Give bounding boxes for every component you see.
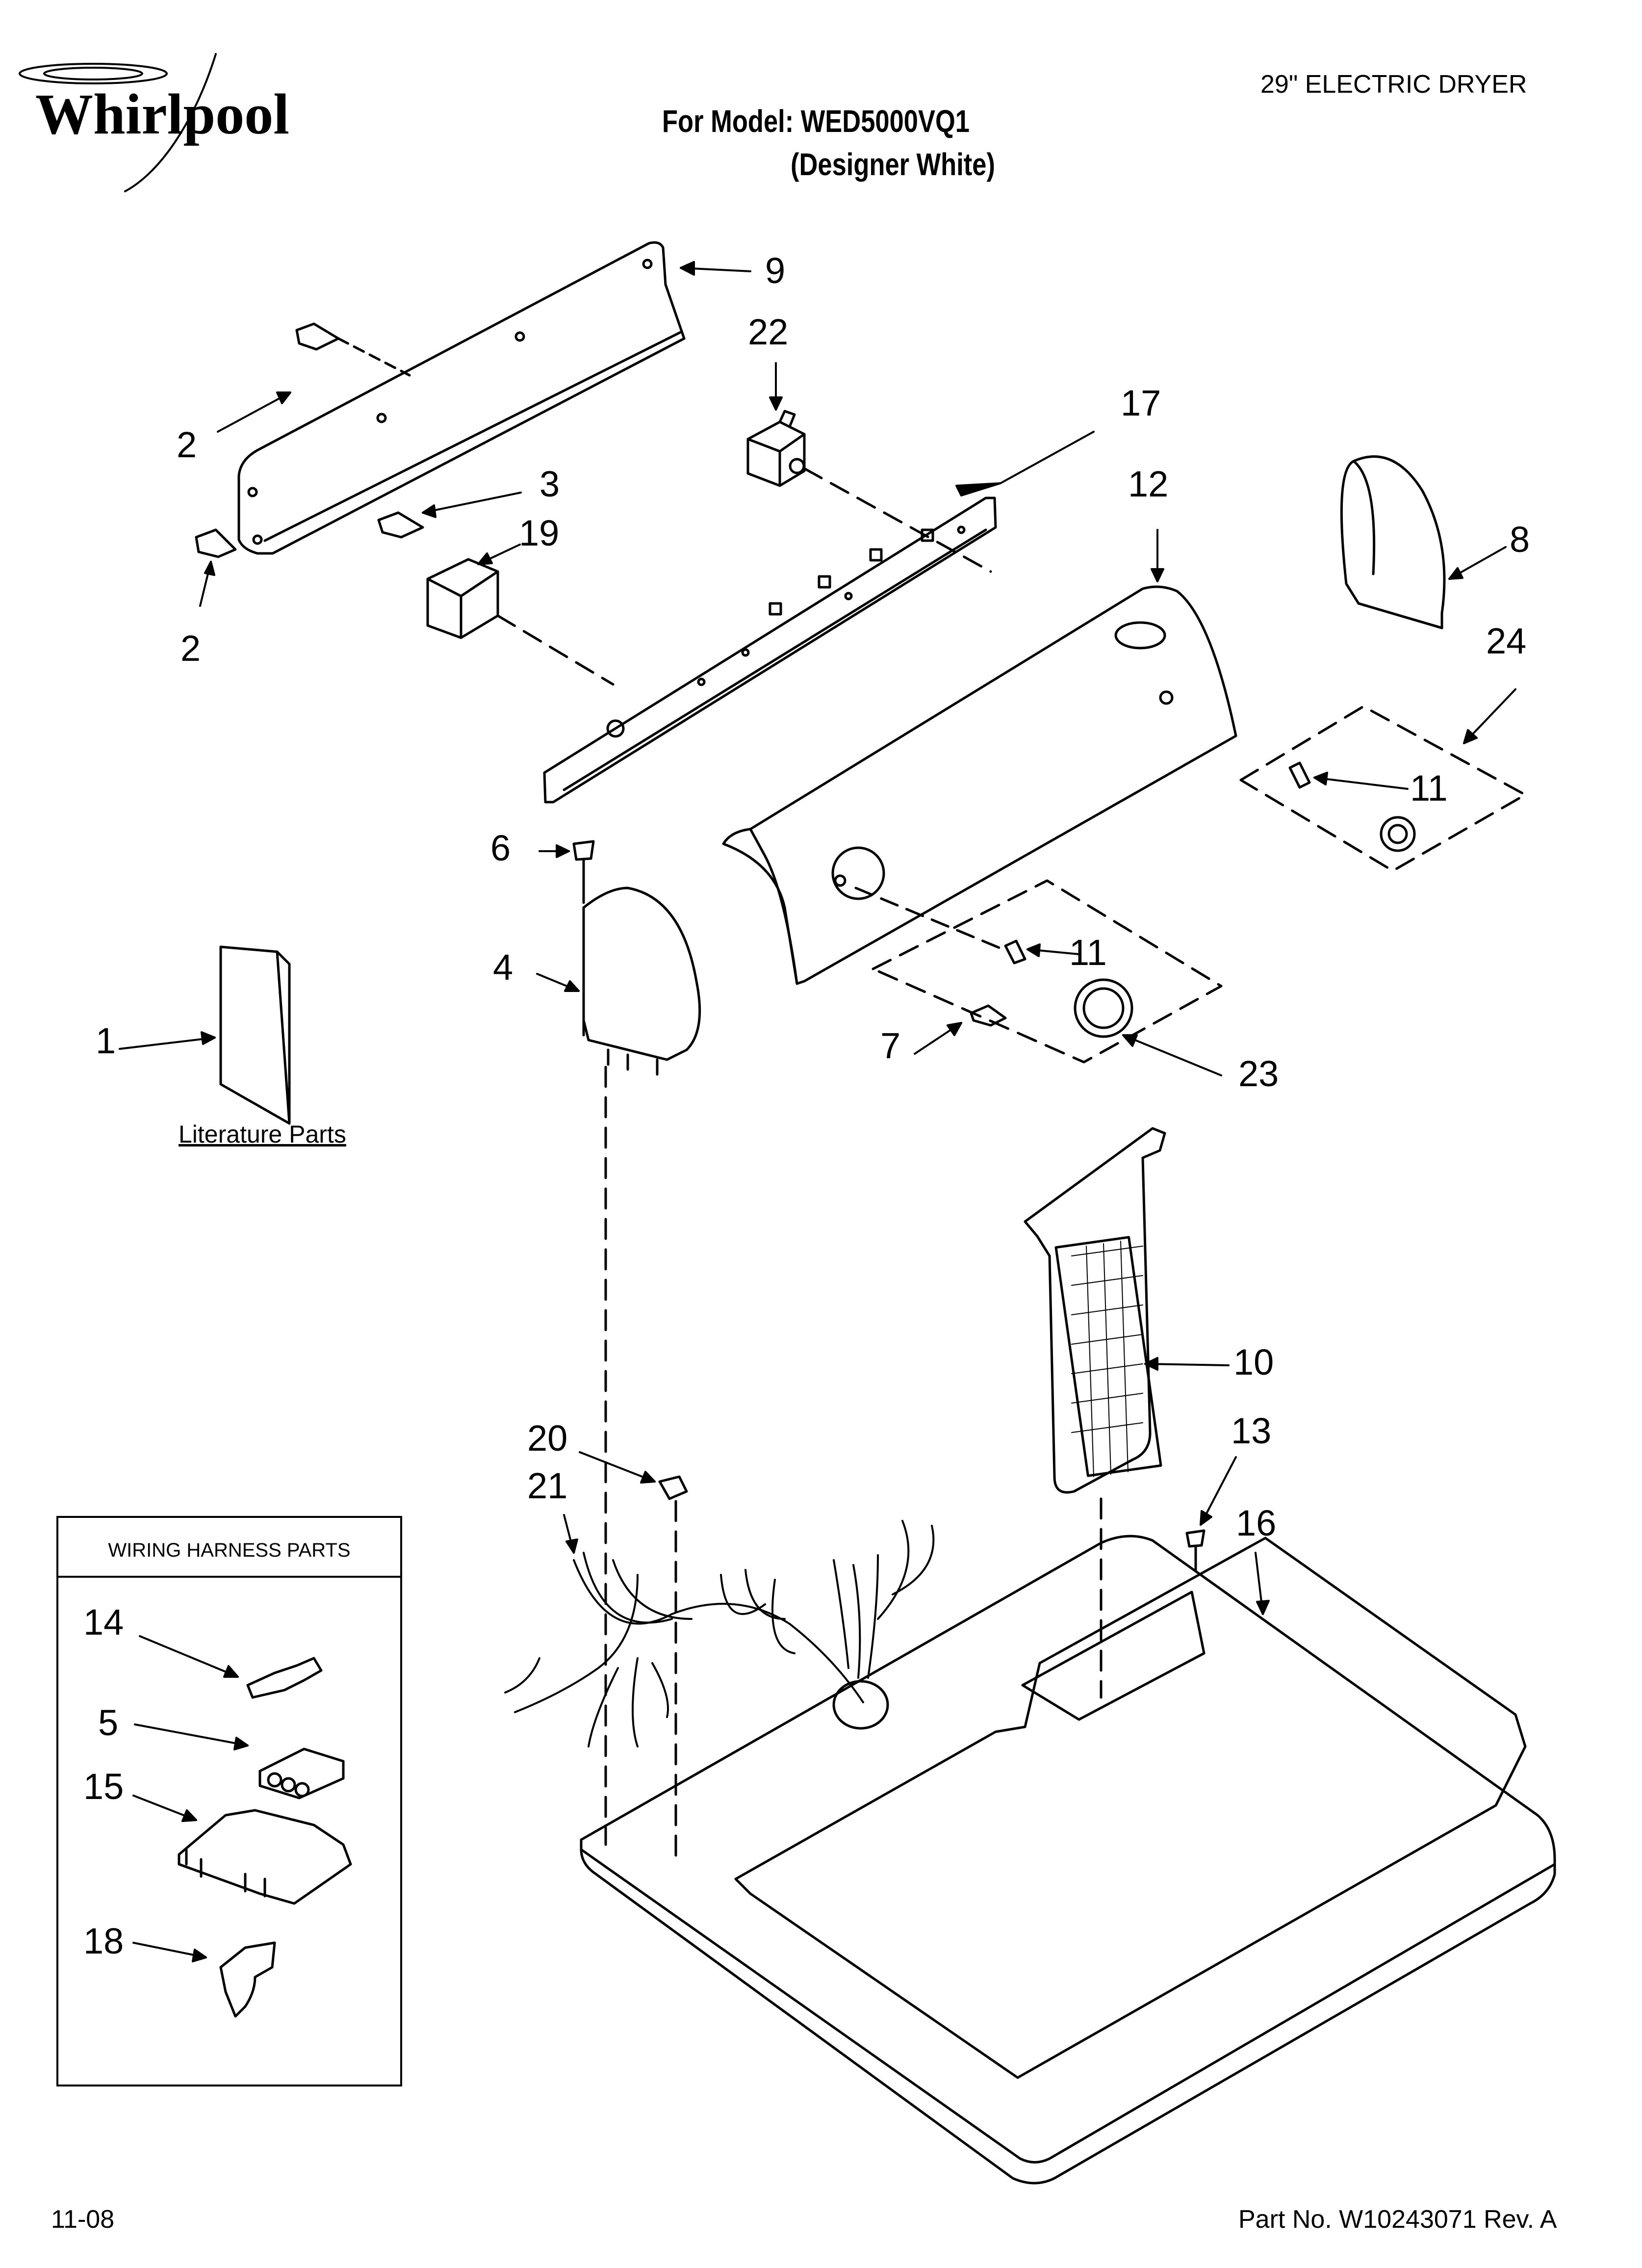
model-number-title: For Model: WED5000VQ1 xyxy=(662,104,970,139)
part-17-console-plate xyxy=(543,496,997,804)
callout-17: 17 xyxy=(1121,383,1161,423)
callout-2-top: 2 xyxy=(177,424,197,465)
part-4-end-cap xyxy=(582,886,701,1076)
callout-15: 15 xyxy=(83,1766,124,1807)
callout-18: 18 xyxy=(83,1921,124,1961)
whirlpool-logo: Whirlpool xyxy=(19,53,289,192)
model-color-subtitle: (Designer White) xyxy=(791,147,995,182)
callout-23: 23 xyxy=(1238,1053,1279,1094)
harness-box-header: WIRING HARNESS PARTS xyxy=(58,1518,400,1578)
part-8-end-cap xyxy=(1340,455,1446,629)
harness-box-title: WIRING HARNESS PARTS xyxy=(108,1539,351,1561)
callout-7: 7 xyxy=(880,1025,901,1066)
part-9-bracket xyxy=(237,241,686,555)
document-part-number: Part No. W10243071 Rev. A xyxy=(1238,2205,1557,2234)
callout-11-center: 11 xyxy=(1069,932,1107,973)
callout-16: 16 xyxy=(1236,1503,1277,1543)
part-7-screw xyxy=(970,1004,1007,1027)
part-24-knob-kit xyxy=(1239,705,1527,872)
callout-22: 22 xyxy=(748,312,789,352)
part-23-knob-kit xyxy=(854,879,1223,1064)
callout-14: 14 xyxy=(83,1602,124,1642)
whirlpool-logo-text: Whirlpool xyxy=(35,82,289,146)
part-13-screw xyxy=(1185,1529,1206,1571)
date-code: 11-08 xyxy=(51,2205,115,2234)
part-22-switch xyxy=(746,410,992,573)
callout-9: 9 xyxy=(765,250,786,291)
part-2-screws xyxy=(195,322,424,558)
part-5-connector xyxy=(258,1747,345,1799)
part-18-clip xyxy=(219,1941,276,2018)
literature-parts-label: Literature Parts xyxy=(179,1121,346,1148)
callout-2-bottom: 2 xyxy=(180,628,201,669)
callout-11-right: 11 xyxy=(1410,768,1448,808)
callout-24: 24 xyxy=(1486,621,1527,661)
part-19-timer xyxy=(426,558,615,686)
part-16-top-panel xyxy=(580,1535,1556,2185)
callout-leader-lines xyxy=(119,261,1516,1962)
wiring-harness-parts-box: WIRING HARNESS PARTS xyxy=(56,1516,402,2086)
callout-12: 12 xyxy=(1128,464,1169,504)
callout-20: 20 xyxy=(527,1418,568,1459)
callout-8: 8 xyxy=(1510,519,1530,560)
part-21-wiring-harness xyxy=(504,1520,935,1747)
callout-3: 3 xyxy=(539,464,560,504)
callout-13: 13 xyxy=(1231,1410,1272,1451)
part-1-literature xyxy=(219,945,291,1125)
product-type-label: 29" ELECTRIC DRYER xyxy=(1260,70,1527,99)
callout-19: 19 xyxy=(519,513,560,553)
callout-4: 4 xyxy=(493,947,513,988)
callout-6: 6 xyxy=(490,828,511,868)
callout-5: 5 xyxy=(98,1702,119,1743)
part-20-clip xyxy=(658,1475,688,1500)
part-6-screw xyxy=(572,840,595,904)
callout-10: 10 xyxy=(1233,1342,1274,1382)
part-10-lint-screen xyxy=(1024,1127,1166,1494)
callout-21: 21 xyxy=(527,1465,568,1506)
assembly-guide-lines xyxy=(604,1066,1103,1861)
callout-1: 1 xyxy=(96,1020,116,1061)
part-15-connector-block xyxy=(178,1809,352,1905)
part-14-terminal xyxy=(246,1657,323,1699)
part-12-console xyxy=(722,585,1237,985)
